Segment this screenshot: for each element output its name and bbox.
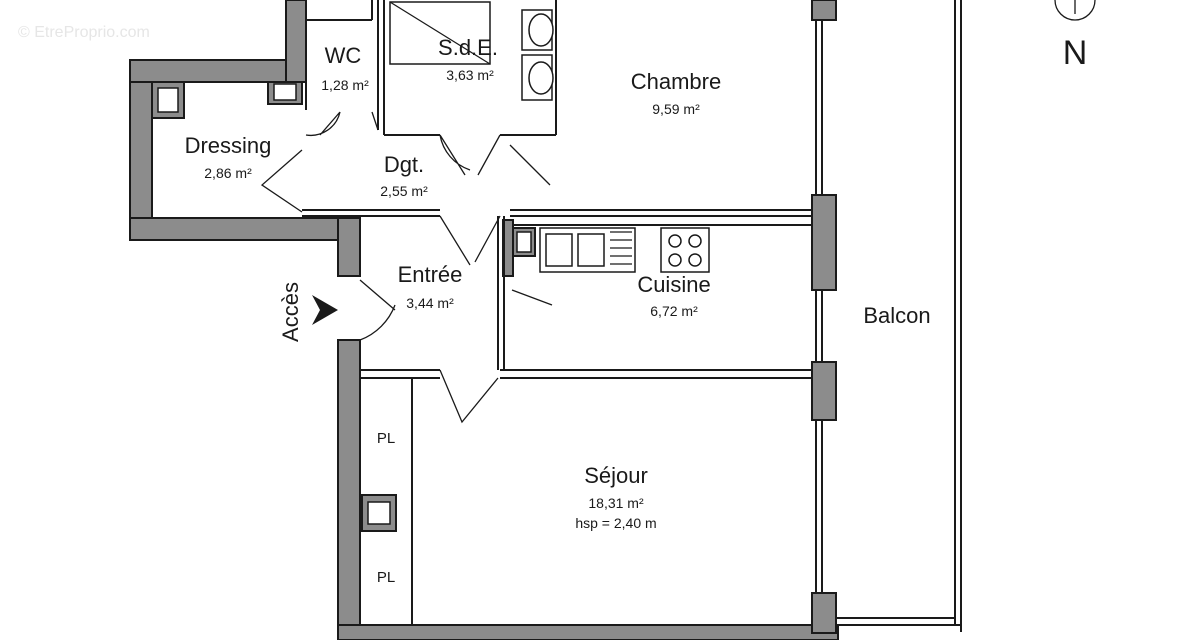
sejour-height: hsp = 2,40 m [575, 515, 656, 531]
access-label: Accès [278, 282, 303, 342]
dgt-area: 2,55 m² [380, 183, 428, 199]
compass: N [1054, 0, 1096, 72]
closet-label: PL [377, 430, 395, 447]
cuisine-area: 6,72 m² [650, 303, 698, 319]
access-arrow-icon [312, 295, 338, 325]
dressing-name: Dressing [185, 133, 272, 158]
wc-name: WC [325, 43, 362, 68]
cooktop [660, 227, 710, 273]
doors [260, 111, 553, 424]
wc-area: 1,28 m² [321, 77, 369, 93]
interior-walls [302, 0, 962, 632]
sde-area: 3,63 m² [446, 67, 494, 83]
watermark: © EtreProprio.com [18, 24, 150, 41]
north-label: N [1063, 34, 1088, 72]
room-labels: WC 1,28 m² S.d.E. 3,63 m² Chambre 9,59 m… [185, 35, 931, 586]
dgt-name: Dgt. [384, 152, 424, 177]
entree-area: 3,44 m² [406, 295, 454, 311]
sejour-name: Séjour [584, 463, 648, 488]
sde-name: S.d.E. [438, 35, 498, 60]
chambre-name: Chambre [631, 69, 721, 94]
entree-name: Entrée [398, 262, 463, 287]
dressing-area: 2,86 m² [204, 165, 252, 181]
fixtures [389, 1, 710, 273]
closet-label: PL [377, 569, 395, 586]
sejour-area: 18,31 m² [588, 495, 644, 511]
balcon-name: Balcon [863, 303, 930, 328]
cuisine-name: Cuisine [637, 272, 710, 297]
chambre-area: 9,59 m² [652, 101, 700, 117]
walls [129, 0, 839, 640]
